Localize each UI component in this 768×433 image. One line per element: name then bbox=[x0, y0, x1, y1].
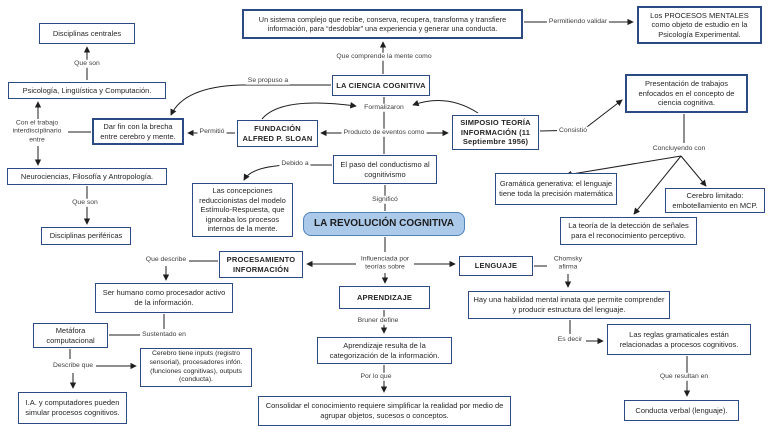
edge-label-consistio: Consistió bbox=[557, 126, 589, 136]
edge-label-formalizaron: Formalizaron bbox=[362, 103, 406, 113]
edge-label-significo: Significó bbox=[370, 195, 400, 205]
edge-label-se-propuso: Se propuso a bbox=[245, 76, 291, 86]
arrow-ciencia-to-darfin bbox=[170, 84, 331, 116]
edge-label-que-son-1: Que son bbox=[72, 59, 102, 69]
edge-label-sustentado: Sustentado en bbox=[140, 330, 188, 340]
node-consolidar-conocimiento: Consolidar el conocimiento requiere simp… bbox=[258, 396, 511, 426]
node-reglas-gramaticales: Las reglas gramaticales están relacionad… bbox=[607, 324, 751, 355]
edge-label-que-son-2: Que son bbox=[70, 198, 100, 208]
edge-label-concluyendo: Concluyendo con bbox=[650, 144, 708, 154]
node-simposio-teoria-informacion: SIMPOSIO TEORÍA INFORMACIÓN (11 Septiemb… bbox=[452, 115, 539, 150]
node-lenguaje: LENGUAJE bbox=[459, 256, 533, 276]
edge-label-por-lo-que: Por lo que bbox=[358, 372, 394, 382]
node-ia-computadores: I.A. y computadores pueden simular proce… bbox=[18, 392, 127, 424]
node-dar-fin-brecha: Dar fin con la brecha entre cerebro y me… bbox=[92, 118, 184, 145]
node-habilidad-innata: Hay una habilidad mental innata que perm… bbox=[468, 291, 670, 319]
node-concepciones-reduccionistas: Las concepciones reduccionistas del mode… bbox=[192, 183, 293, 237]
edge-label-es-decir: Es decir bbox=[555, 335, 585, 345]
node-paso-conductismo: El paso del conductismo al cognitivismo bbox=[333, 155, 437, 184]
node-aprendizaje-categorizacion: Aprendizaje resulta de la categorización… bbox=[317, 337, 452, 364]
node-fundacion-sloan: FUNDACIÓN ALFRED P. SLOAN bbox=[237, 120, 318, 147]
edge-label-que-comprende: Que comprende la mente como bbox=[334, 52, 434, 62]
node-neurociencias-filosofia-antropologia: Neurociencias, Filosofía y Antropología. bbox=[7, 168, 167, 185]
node-revolucion-cognitiva: LA REVOLUCIÓN COGNITIVA bbox=[303, 212, 465, 236]
edge-label-influenciada: Influenciada por teorías sobre bbox=[356, 255, 414, 273]
arrow-concluyendo-to-teoria bbox=[633, 155, 682, 215]
edge-label-con-trabajo-interdisciplinario: Con el trabajo interdisciplinario entre bbox=[6, 119, 68, 145]
node-cerebro-limitado: Cerebro limitado: embotellamiento en MCP… bbox=[665, 188, 765, 213]
edge-label-que-describe: Que describe bbox=[143, 255, 189, 265]
node-conducta-verbal: Conducta verbal (lenguaje). bbox=[624, 400, 739, 421]
arrow-concluyendo-to-gramatica bbox=[565, 155, 682, 178]
edge-label-producto-eventos: Producto de eventos como bbox=[341, 128, 427, 138]
edge-label-describe-que: Describe que bbox=[50, 361, 96, 371]
arrow-concluyendo-to-cerebro-limitado bbox=[680, 155, 707, 187]
node-ciencia-cognitiva: LA CIENCIA COGNITIVA bbox=[332, 75, 430, 96]
node-metafora-computacional: Metáfora computacional bbox=[33, 323, 108, 348]
node-ser-humano-procesador: Ser humano como procesador activo de la … bbox=[95, 283, 233, 313]
arrow-fundacion-to-formalizaron bbox=[261, 102, 357, 120]
edge-label-que-resultan: Que resultan en bbox=[657, 372, 711, 382]
edge-label-chomsky-afirma: Chomsky afirma bbox=[547, 255, 589, 273]
node-psicologia-linguistica-computacion: Psicología, Lingüística y Computación. bbox=[8, 82, 166, 99]
node-cerebro-inputs-outputs: Cerebro tiene inputs (registro sensorial… bbox=[140, 348, 252, 387]
edge-label-debido-a: Debido a bbox=[279, 159, 311, 169]
node-teoria-deteccion-senales: La teoría de la detección de señales par… bbox=[560, 217, 697, 245]
edge-label-permitio: Permitió bbox=[197, 127, 227, 137]
node-disciplinas-perifericas: Disciplinas periféricas bbox=[41, 227, 131, 245]
edge-label-permitiendo-validar: Permitiendo validar bbox=[546, 17, 610, 27]
node-procesamiento-informacion: PROCESAMIENTO INFORMACIÓN bbox=[219, 251, 303, 278]
node-aprendizaje: APRENDIZAJE bbox=[339, 286, 430, 309]
arrow-simposio-to-formalizaron bbox=[412, 100, 479, 114]
node-sistema-complejo: Un sistema complejo que recibe, conserva… bbox=[242, 9, 523, 39]
node-gramatica-generativa: Gramática generativa: el lenguaje tiene … bbox=[495, 173, 617, 205]
node-presentacion-trabajos: Presentación de trabajos enfocados en el… bbox=[625, 74, 748, 113]
edge-label-bruner-define: Bruner define bbox=[355, 316, 401, 326]
node-disciplinas-centrales: Disciplinas centrales bbox=[39, 23, 135, 44]
node-procesos-mentales: Los PROCESOS MENTALES como objeto de est… bbox=[637, 6, 762, 44]
